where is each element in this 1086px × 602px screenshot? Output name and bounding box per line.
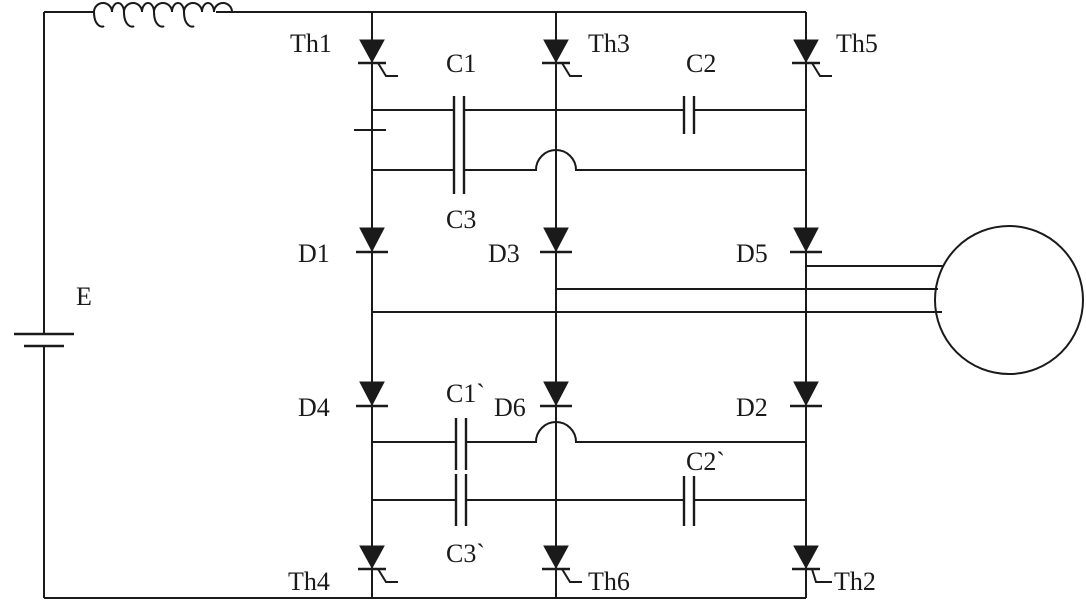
battery-source	[14, 332, 74, 348]
inductor	[93, 2, 233, 28]
diode-d6	[540, 381, 572, 408]
d3-label: D3	[488, 239, 520, 268]
d5-label: D5	[736, 239, 768, 268]
th3-label: Th3	[588, 29, 630, 58]
thyristor-th3	[542, 39, 582, 77]
th5-label: Th5	[836, 29, 878, 58]
th4-label: Th4	[288, 567, 330, 596]
source-label: E	[76, 282, 92, 311]
thyristor-th2	[792, 545, 832, 583]
diode-d3	[540, 227, 572, 254]
column-wires	[371, 12, 807, 598]
d6-label: D6	[494, 393, 526, 422]
lower-cap-wiring	[372, 421, 806, 501]
capacitor-c2-prime	[682, 476, 696, 526]
d4-label: D4	[298, 393, 330, 422]
d2-label: D2	[736, 393, 768, 422]
c3-label: C3	[446, 205, 476, 234]
thyristor-th5	[792, 39, 832, 77]
th6-label: Th6	[588, 567, 630, 596]
c3-prime-label: C3`	[446, 539, 485, 568]
c2-prime-label: C2`	[686, 447, 725, 476]
diode-d1	[356, 227, 388, 254]
capacitor-c2	[682, 96, 696, 134]
upper-cap-wiring	[354, 109, 806, 171]
c1-prime-label: C1`	[446, 379, 485, 408]
c1-label: C1	[446, 49, 476, 78]
diode-d2	[790, 381, 822, 408]
d1-label: D1	[298, 239, 330, 268]
diode-d5	[790, 227, 822, 254]
th1-label: Th1	[290, 29, 332, 58]
diode-d4	[356, 381, 388, 408]
capacitor-c3-prime	[454, 474, 468, 526]
capacitor-c1	[452, 96, 466, 146]
motor	[934, 225, 1084, 375]
thyristor-th1	[358, 39, 398, 77]
capacitor-c3	[452, 146, 466, 194]
motor-feed-wiring	[372, 265, 944, 313]
thyristor-th4	[358, 545, 398, 583]
th2-label: Th2	[834, 567, 876, 596]
outer-wiring	[43, 11, 806, 599]
c2-label: C2	[686, 49, 716, 78]
capacitor-c1-prime	[454, 418, 468, 470]
thyristor-th6	[542, 545, 582, 583]
